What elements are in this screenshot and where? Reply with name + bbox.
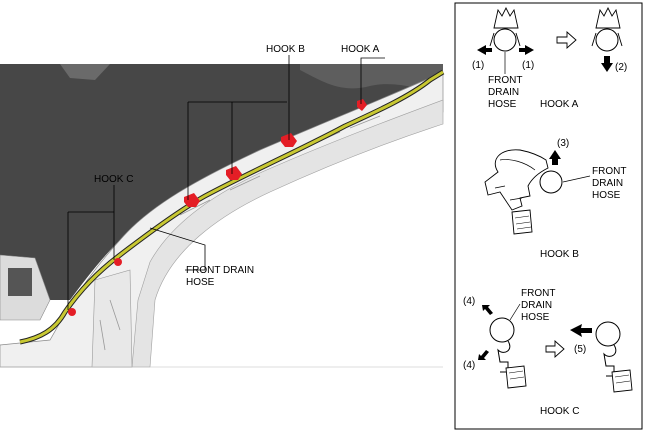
hook-c-hose-before-icon [489,317,515,343]
hook-a-arrow-right-icon [519,45,534,55]
hook-c-hose-after-icon [595,321,621,347]
hook-a-transition-arrow-icon [556,30,577,50]
hook-c-arrow-upleft-icon [482,305,493,315]
hook-a-arrow-down-icon [601,56,613,72]
hook-c-clip-before-icon [497,340,511,373]
hook-b-hose-line1: FRONT [592,166,626,177]
roof-panel [0,64,443,300]
hook-b-step3: (3) [557,138,569,149]
hook-b-detail: (3) FRONT DRAIN HOSE HOOK B [484,138,626,260]
hook-c-detail: (4) (4) FRONT DRAIN HOSE (5) HOOK C [463,288,633,417]
hook-c-label: HOOK C [94,174,133,185]
hook-a-hose-after-icon [595,28,619,52]
hook-a-hose-line2: DRAIN [488,87,519,98]
hose-label-line2: HOSE [186,277,215,288]
hook-c-clip-1 [114,258,122,266]
hook-a-hose-line1: FRONT [488,75,522,86]
hook-b-hose-icon [539,170,563,194]
hook-c-hose-line3: HOSE [521,312,550,323]
hook-c-hose-line2: DRAIN [521,300,552,311]
hook-c-caption: HOOK C [540,406,579,417]
upper-trim [300,64,443,92]
hook-c-transition-arrow-icon [545,339,565,359]
hook-a-label: HOOK A [341,44,380,55]
hook-a-arrow-left-icon [477,45,492,55]
hook-a-detail: (1) (1) (2) FRONT DRAIN HOSE HOOK A [472,6,627,110]
hook-a-hose-line3: HOSE [488,99,517,110]
hook-c-clip-2 [68,308,76,316]
hook-b-label: HOOK B [266,44,305,55]
hook-a-clip-before-icon [493,6,519,29]
hook-a-clip [357,99,367,111]
leader-lines [67,55,385,310]
hook-c-step5: (5) [574,344,586,355]
hook-a-clip-after-icon [595,6,621,29]
hook-c-hose-line1: FRONT [521,288,555,299]
hook-c-arrow-downleft-icon [478,350,489,360]
hook-b-caption: HOOK B [540,249,579,260]
hook-c-step4-top: (4) [463,296,475,307]
hook-a-step2: (2) [615,62,627,73]
top-left-bracket [60,64,110,80]
hook-b-clip-2 [226,166,242,180]
hook-b-hose-line2: DRAIN [592,178,623,189]
lower-left-cutout [8,268,32,296]
hook-b-arrow-up-icon [549,150,561,165]
hook-c-step4-bottom: (4) [463,360,475,371]
hook-b-hose-line3: HOSE [592,190,621,201]
detail-panel-frame [454,2,643,430]
hook-c-clip-after-icon [603,344,617,377]
hose-label-line1: FRONT DRAIN [186,265,254,276]
hook-b-bracket-icon [484,149,549,211]
hook-c-arrow-left-icon [570,324,592,337]
hook-a-step1-left: (1) [472,60,484,71]
hook-a-caption: HOOK A [540,99,579,110]
hook-a-hose-before-icon [493,28,517,52]
hook-a-step1-right: (1) [522,60,534,71]
